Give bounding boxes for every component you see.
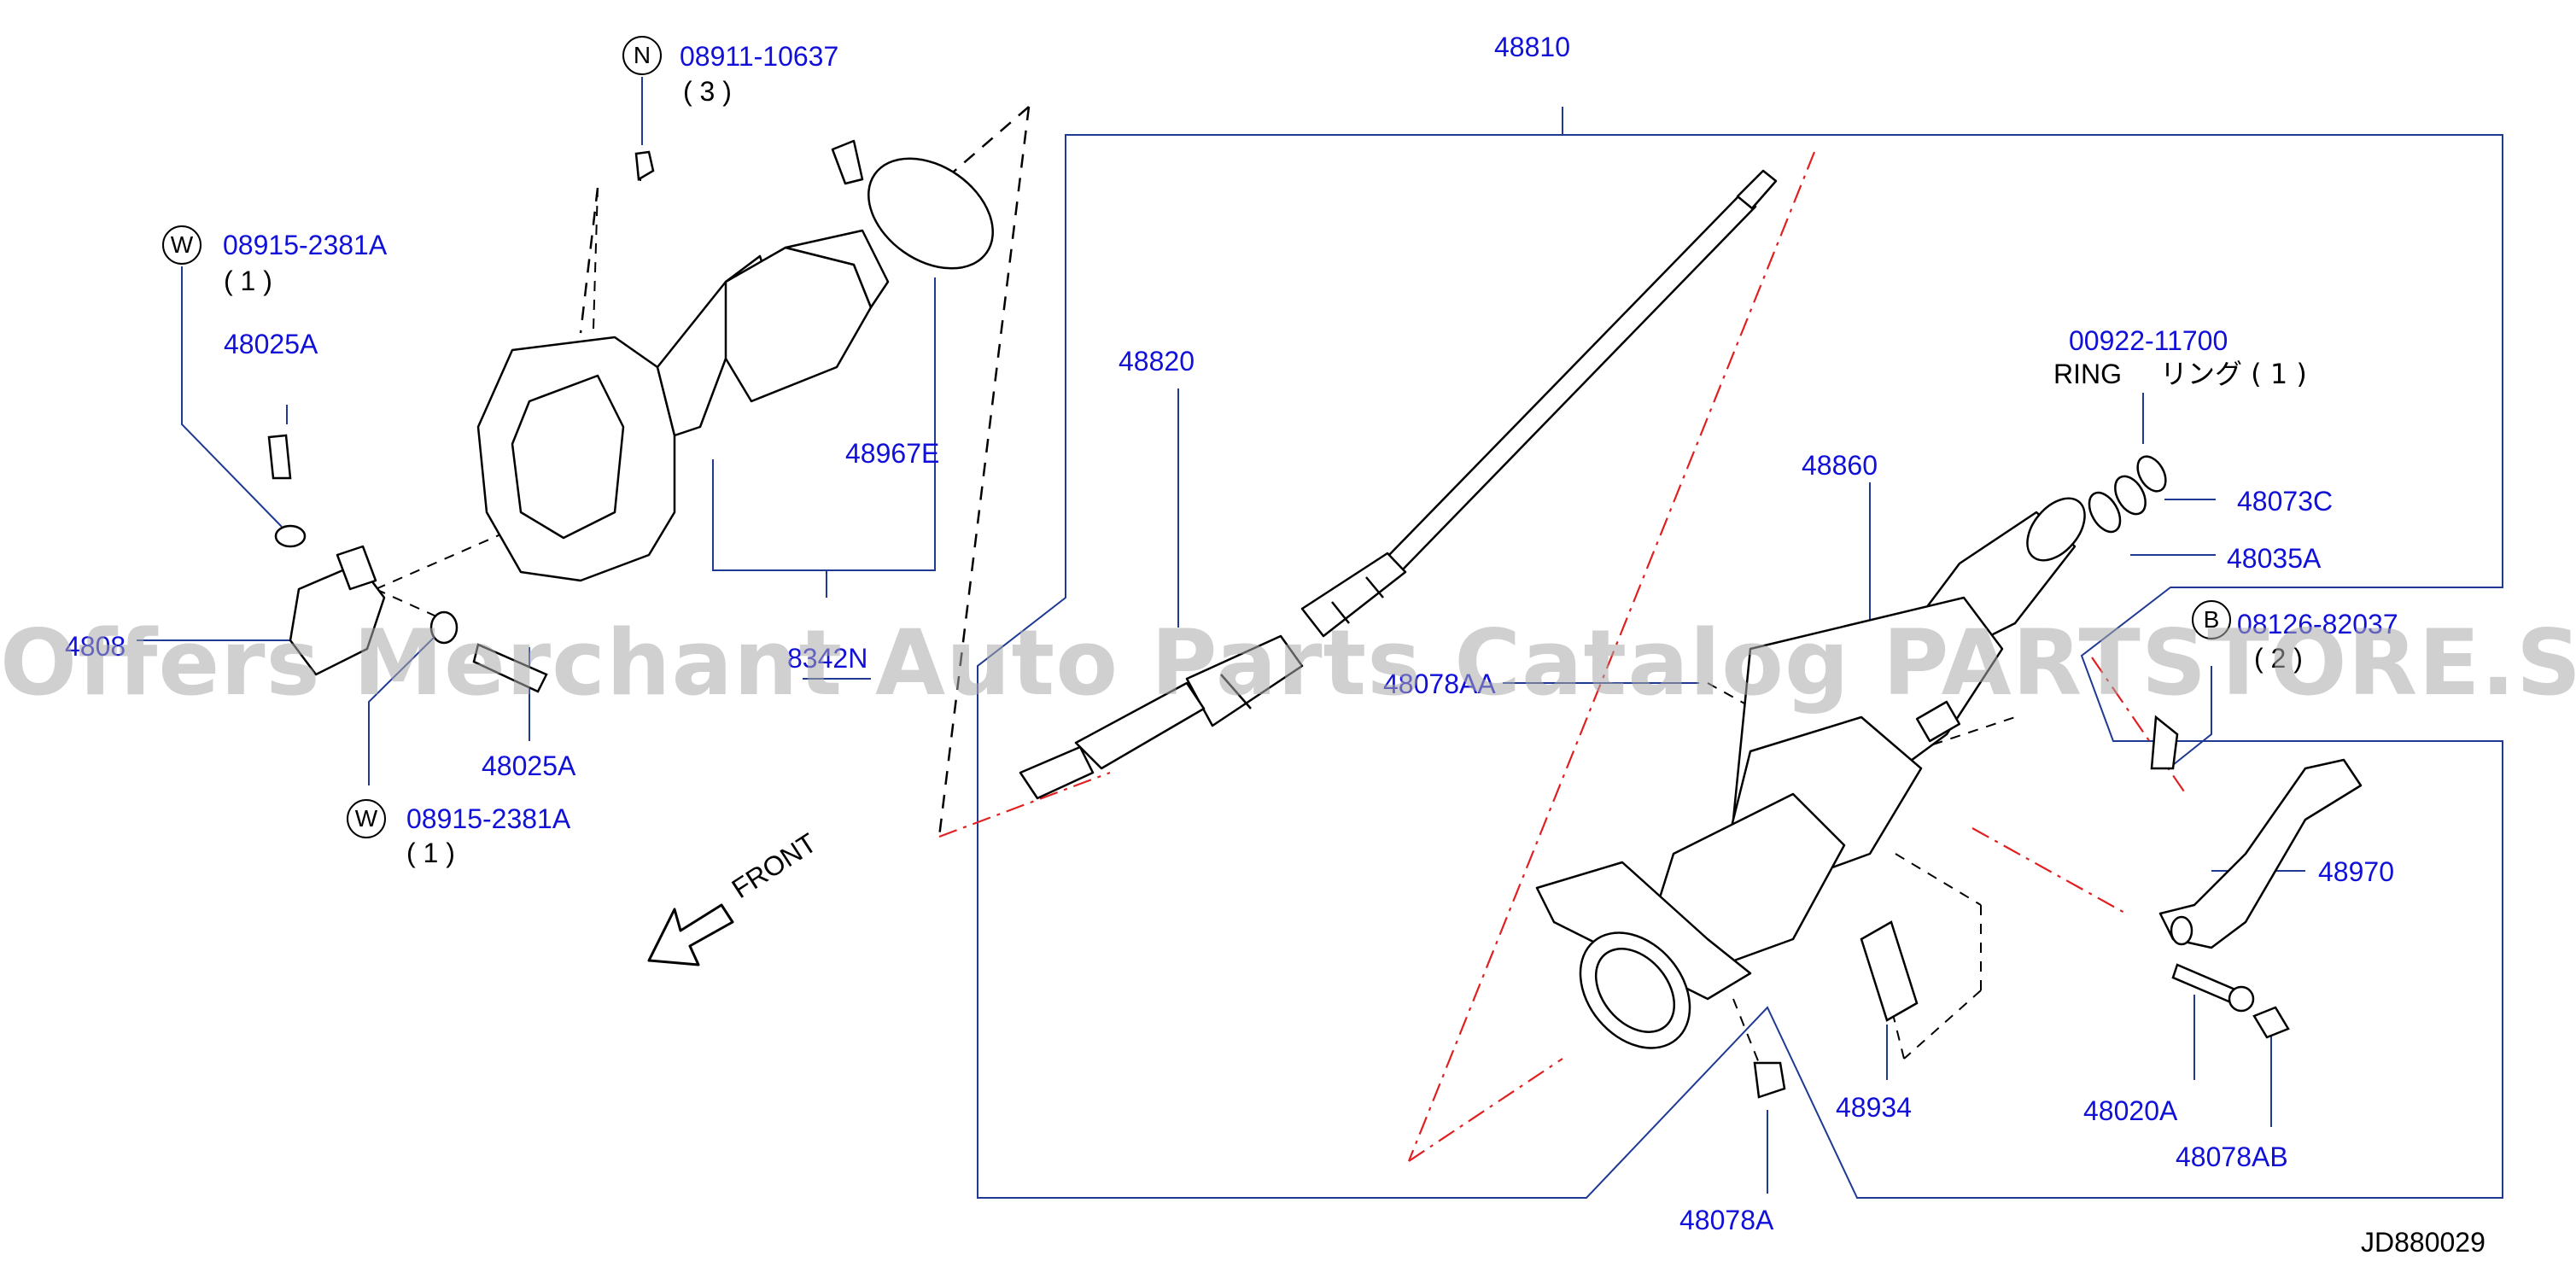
part-label-48810: 48810 xyxy=(1494,32,1570,62)
part-label-48025A-bottom: 48025A xyxy=(482,750,576,781)
part-label-48934: 48934 xyxy=(1836,1092,1912,1123)
leader-lines xyxy=(137,77,2305,1194)
qty-label-w1: ( 1 ) xyxy=(224,266,272,296)
part-label-00922: 00922-11700 xyxy=(2069,325,2228,356)
part-label-48078A: 48078A xyxy=(1679,1205,1774,1235)
part-label-48342N: 8342N xyxy=(787,643,868,674)
watermark-text: Offers Merchant Auto Parts Catalog PARTS… xyxy=(0,610,2576,715)
fasteners xyxy=(267,150,2290,1099)
ring-washer-set xyxy=(2088,455,2167,534)
part-label-48080: 4808 xyxy=(65,631,126,662)
part-label-48967E: 48967E xyxy=(845,438,940,469)
part-label-48860: 48860 xyxy=(1802,450,1878,481)
callout-symbol-w1: W xyxy=(162,225,202,265)
callout-symbol-w2: W xyxy=(347,799,386,838)
part-label-w1: 08915-2381A xyxy=(223,230,388,260)
part-label-48025A-top: 48025A xyxy=(224,329,318,359)
qty-label-w2: ( 1 ) xyxy=(406,838,455,868)
part-label-48035A: 48035A xyxy=(2227,543,2322,574)
callout-symbol-b: B xyxy=(2192,600,2231,639)
center-guide-lines xyxy=(938,151,2187,1162)
part-label-n-bolt: 08911-10637 xyxy=(680,41,839,72)
diagram-code: JD880029 xyxy=(2361,1227,2485,1258)
front-arrow-icon xyxy=(647,903,734,966)
group-frame-48810 xyxy=(977,107,2503,1199)
qty-label-n: ( 3 ) xyxy=(683,76,732,107)
universal-joint-48080 xyxy=(289,545,386,676)
callout-symbol-n: N xyxy=(622,36,662,75)
part-label-48073C: 48073C xyxy=(2237,486,2334,517)
part-label-48078AB: 48078AB xyxy=(2176,1141,2288,1172)
qty-label-b: ( 2 ) xyxy=(2254,643,2303,674)
part-label-48970: 48970 xyxy=(2318,856,2394,887)
part-label-48820: 48820 xyxy=(1119,346,1195,377)
steering-boot-48342N xyxy=(476,139,994,582)
part-label-b-bolt: 08126-82037 xyxy=(2237,609,2398,639)
ring-label-jp: リング ( 1 ) xyxy=(2160,358,2307,390)
part-label-48020A: 48020A xyxy=(2083,1095,2178,1126)
intermediate-shaft-48820 xyxy=(1019,169,1778,800)
column-jacket-48860 xyxy=(1535,497,2086,1049)
tilt-lever-48970 xyxy=(2158,758,2363,949)
part-label-w2: 08915-2381A xyxy=(406,803,571,834)
part-label-48078AA: 48078AA xyxy=(1383,669,1496,699)
ring-label-en: RING xyxy=(2053,359,2122,389)
